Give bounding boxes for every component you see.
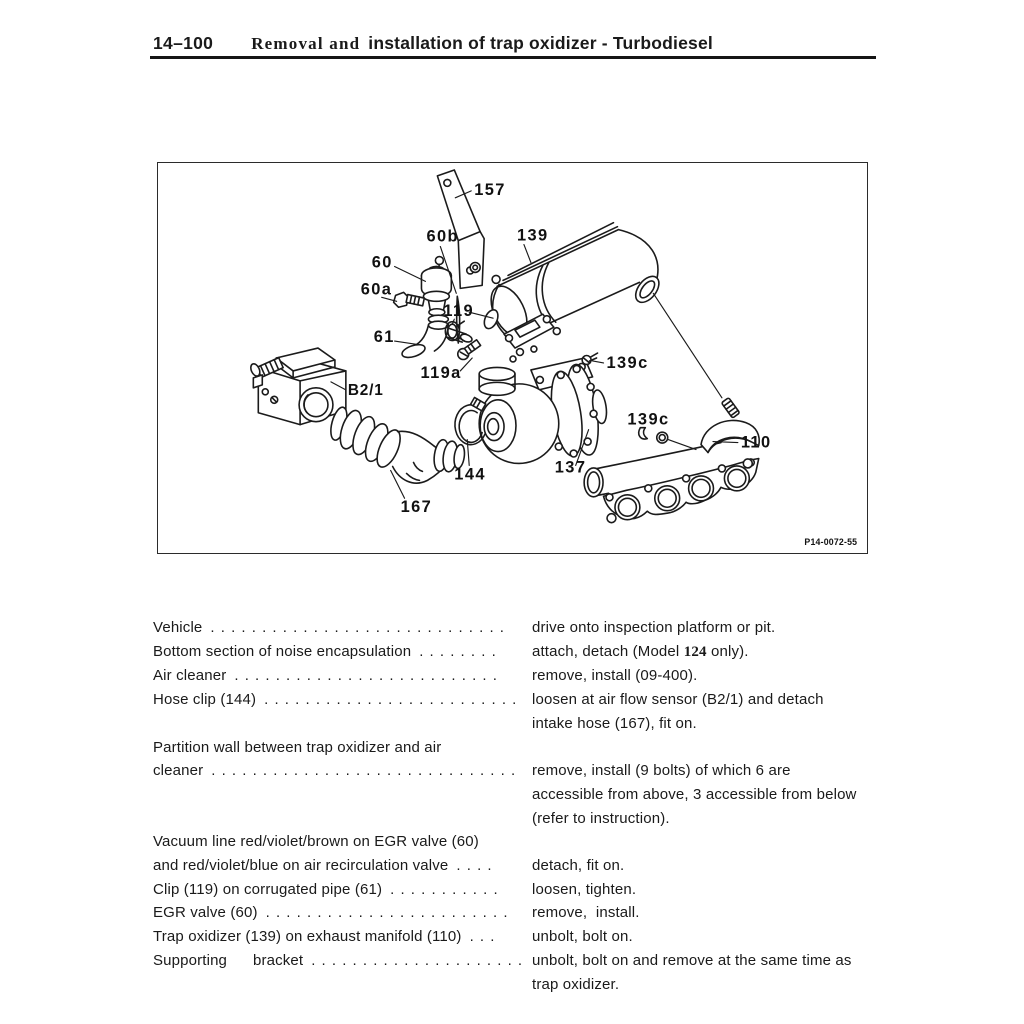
- section-number: 14–100: [153, 33, 214, 53]
- item-text: EGR valve (60): [153, 904, 258, 922]
- part-label-60: 60: [372, 253, 393, 271]
- figure-frame: 157 60b 139 60 60a 61 119 119a B2/1 139c…: [157, 162, 868, 554]
- item-text: Hose clip (144): [153, 691, 257, 709]
- action-text: (refer to instruction).: [532, 809, 670, 827]
- air-flow-sensor-drawing: [250, 347, 347, 426]
- page-title-serif: Removal and: [251, 34, 361, 53]
- leader-dots: . . . . . . . . . . . . . . . . . . . . …: [211, 762, 517, 780]
- leader-dots: . . .: [469, 928, 496, 946]
- item-text: Bottom section of noise encapsulation: [153, 642, 412, 660]
- action-text: unbolt, bolt on.: [532, 928, 633, 946]
- hose-clamp-drawing: [454, 396, 487, 446]
- action-text: remove, install (9 bolts) of which 6 are: [532, 762, 791, 780]
- item-text: Vehicle: [153, 619, 203, 636]
- header-rule: [150, 56, 876, 59]
- item-text: cleaner: [153, 762, 204, 780]
- leader-dots: . . . . . . . . . . . . . . . . . . . . …: [311, 951, 524, 969]
- leader-dots: . . . . . . . . . . . . . . . . . . . . …: [265, 904, 509, 922]
- leader-dots: . . . . . . . . . . . . . . . . . . . . …: [234, 667, 498, 685]
- part-label-139c-upper: 139c: [607, 354, 649, 372]
- item-text: and red/violet/blue on air recirculation…: [153, 857, 449, 875]
- page-title: installation of trap oxidizer - Turbodie…: [368, 33, 713, 53]
- action-text: drive onto inspection platform or pit.: [532, 619, 776, 636]
- action-text: intake hose (167), fit on.: [532, 714, 697, 732]
- action-text: attach, detach (Model 124 only).: [532, 640, 880, 665]
- part-label-157: 157: [474, 181, 506, 199]
- exhaust-manifold-drawing: [583, 419, 760, 524]
- intake-hose-drawing: [330, 406, 466, 484]
- action-text: loosen, tighten.: [532, 880, 637, 898]
- procedure-row: Hose clip (144) . . . . . . . . . . . . .…: [153, 688, 880, 735]
- part-label-139c-lower: 139c: [627, 411, 669, 429]
- turbocharger-drawing: [478, 357, 608, 465]
- item-text: Air cleaner: [153, 667, 227, 685]
- trap-oxidizer-drawing: [483, 221, 660, 363]
- action-text: unbolt, bolt on and remove at the same t…: [532, 951, 852, 969]
- action-text: remove, install (09-400).: [532, 667, 698, 685]
- egr-valve-drawing: [420, 255, 453, 317]
- action-text: remove, install.: [532, 904, 640, 922]
- item-text: Supporting bracket: [153, 951, 304, 969]
- procedure-row: Clip (119) on corrugated pipe (61) . . . …: [153, 878, 880, 902]
- action-text: trap oxidizer.: [532, 975, 620, 993]
- leader-dots: . . . . . . . . . . .: [390, 880, 499, 898]
- leader-dots: . . . . . . . . . . . . . . . . . . . . …: [264, 691, 518, 709]
- item-text: Clip (119) on corrugated pipe (61): [153, 880, 383, 898]
- part-label-60b: 60b: [426, 228, 458, 246]
- exploded-parts-diagram: 157 60b 139 60 60a 61 119 119a B2/1 139c…: [250, 169, 857, 547]
- part-label-137: 137: [555, 458, 587, 476]
- bolt-139c-upper-drawing: [581, 352, 599, 366]
- supporting-bracket-drawing: [436, 169, 485, 290]
- part-label-119a: 119a: [420, 364, 461, 382]
- part-label-119: 119: [443, 302, 474, 320]
- bolt-139c-lower-drawing: [637, 426, 669, 444]
- item-text: Trap oxidizer (139) on exhaust manifold …: [153, 928, 462, 946]
- part-label-b2-1: B2/1: [348, 382, 384, 399]
- procedure-row: Supporting bracket . . . . . . . . . . . …: [153, 949, 880, 996]
- procedure-row: EGR valve (60) . . . . . . . . . . . . . …: [153, 901, 880, 925]
- model-number: 124: [683, 643, 707, 660]
- bolt-119a-drawing: [456, 339, 482, 361]
- part-label-167: 167: [401, 498, 433, 516]
- action-text: loosen at air flow sensor (B2/1) and det…: [532, 691, 824, 709]
- action-text-part: only).: [706, 642, 749, 660]
- procedure-row: Vehicle . . . . . . . . . . . . . . . . .…: [153, 616, 880, 640]
- bolt-60a-drawing: [392, 291, 426, 309]
- item-text: Vacuum line red/violet/brown on EGR valv…: [153, 833, 479, 851]
- mounting-stud-drawing: [652, 292, 740, 419]
- action-text-part: attach, detach (Model: [532, 642, 684, 660]
- action-text: detach, fit on.: [532, 857, 625, 874]
- item-text: Partition wall between trap oxidizer and…: [153, 738, 442, 756]
- procedure-row: Trap oxidizer (139) on exhaust manifold …: [153, 925, 880, 949]
- corrugated-pipe-drawing: [401, 314, 473, 359]
- part-label-110: 110: [741, 434, 772, 452]
- procedure-row: Bottom section of noise encapsulation . .…: [153, 640, 880, 665]
- procedure-row: Air cleaner . . . . . . . . . . . . . . .…: [153, 664, 880, 688]
- part-label-61: 61: [374, 328, 395, 346]
- part-label-60a: 60a: [361, 280, 393, 298]
- leader-lines: [330, 190, 739, 499]
- clip-119-drawing: [444, 320, 466, 342]
- leader-dots: . . . . . . . . . . . . . . . . . . . . …: [210, 619, 505, 636]
- part-label-139: 139: [517, 227, 549, 245]
- figure-code: P14-0072-55: [804, 537, 857, 547]
- procedure-row: Vacuum line red/violet/brown on EGR valv…: [153, 830, 880, 877]
- procedure-list: Vehicle . . . . . . . . . . . . . . . . .…: [153, 616, 880, 996]
- leader-dots: . . . .: [456, 857, 493, 875]
- page-header: 14–100 Removal and installation of trap ox…: [153, 33, 879, 54]
- leader-dots: . . . . . . . .: [419, 642, 497, 660]
- action-text: accessible from above, 3 accessible from…: [532, 785, 857, 803]
- part-label-144: 144: [454, 465, 486, 483]
- procedure-row: Partition wall between trap oxidizer and…: [153, 736, 880, 831]
